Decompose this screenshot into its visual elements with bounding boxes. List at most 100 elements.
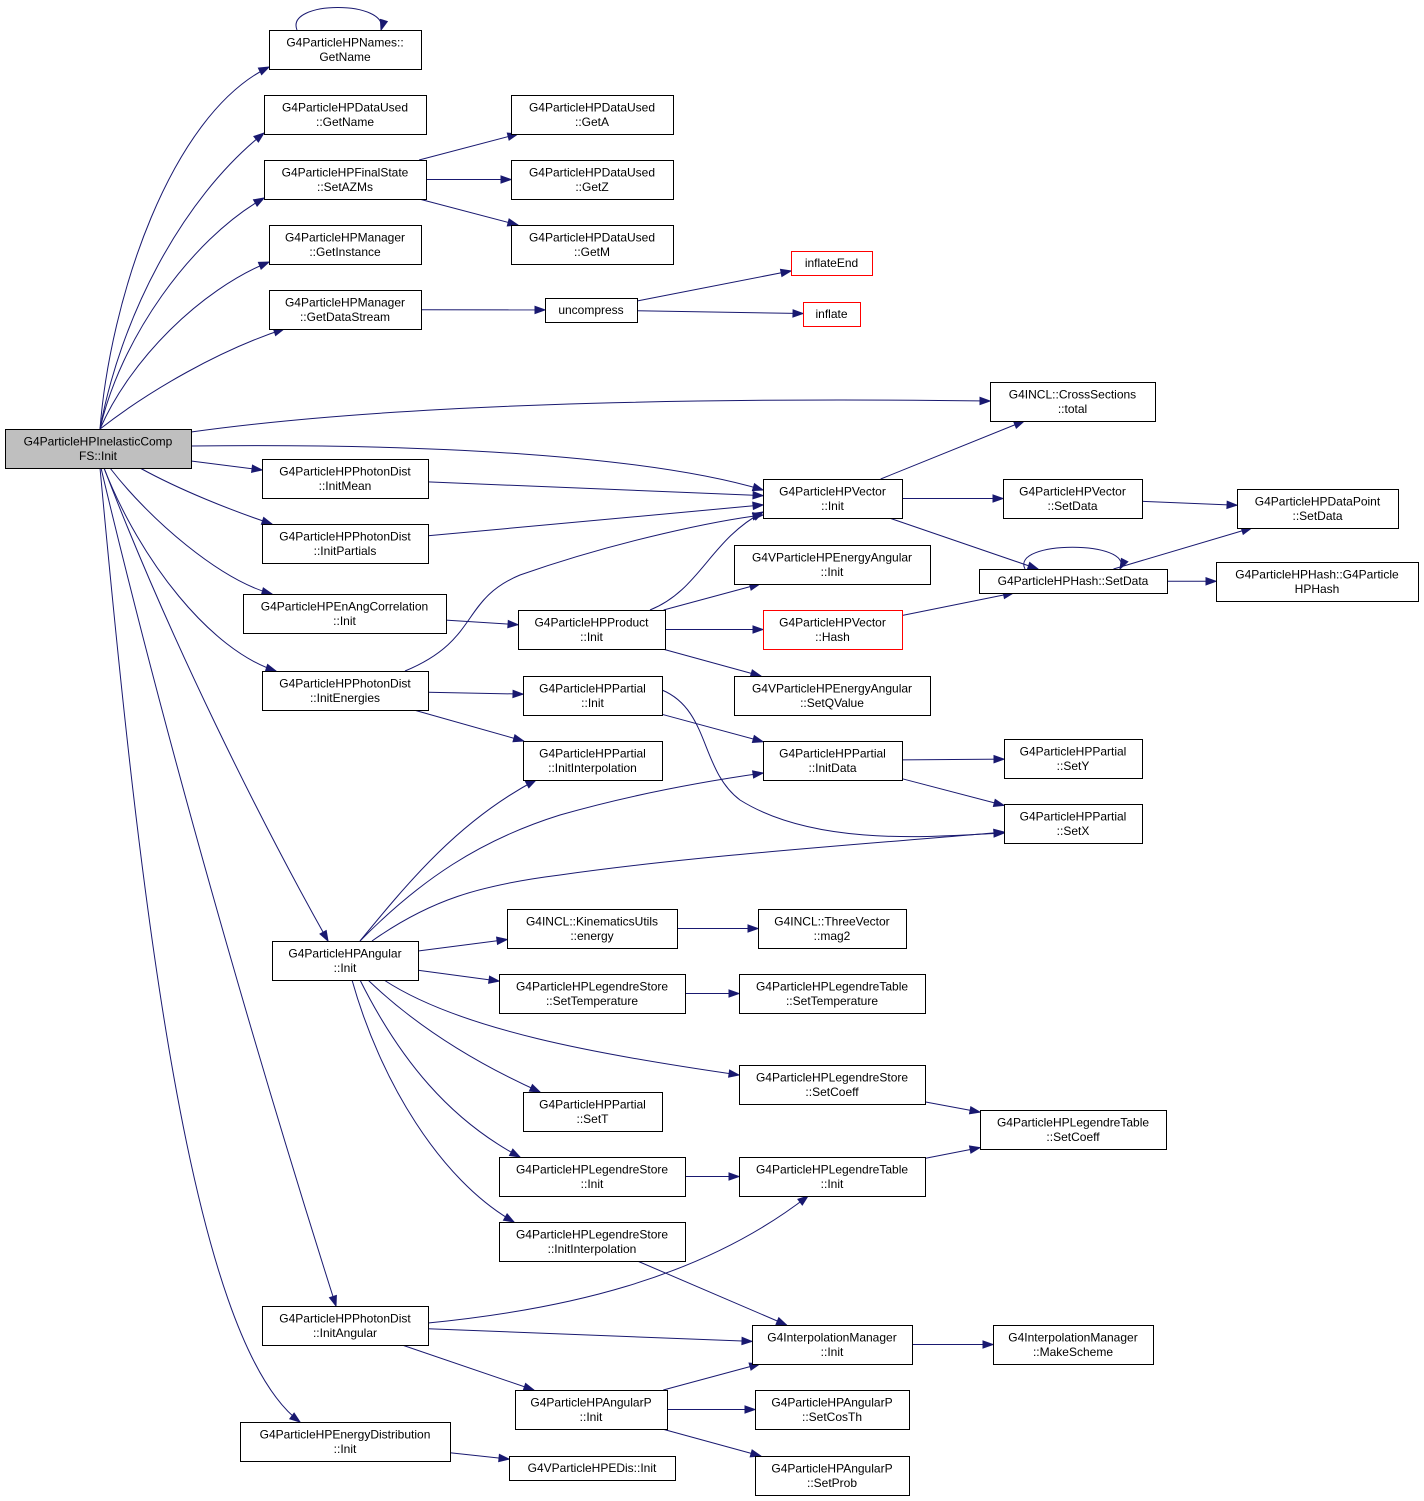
node-box[interactable] bbox=[763, 479, 903, 519]
node-box[interactable] bbox=[523, 1092, 663, 1132]
node-legendrestore-initinterpolation[interactable]: G4ParticleHPLegendreStore::InitInterpola… bbox=[499, 1222, 686, 1262]
node-box[interactable] bbox=[523, 676, 663, 716]
node-inflate[interactable]: inflate bbox=[803, 302, 861, 327]
node-energydistribution-init[interactable]: G4ParticleHPEnergyDistribution::Init bbox=[240, 1422, 451, 1462]
node-partial-initdata[interactable]: G4ParticleHPPartial::InitData bbox=[763, 741, 903, 781]
node-box[interactable] bbox=[763, 741, 903, 781]
node-box[interactable] bbox=[262, 671, 429, 711]
node-angularp-init[interactable]: G4ParticleHPAngularP::Init bbox=[515, 1390, 668, 1430]
node-partial-setx[interactable]: G4ParticleHPPartial::SetX bbox=[1004, 804, 1143, 844]
node-hash-setdata[interactable]: G4ParticleHPHash::SetData bbox=[979, 569, 1168, 594]
node-manager-getdatastream[interactable]: G4ParticleHPManager::GetDataStream bbox=[269, 290, 422, 330]
node-product-init[interactable]: G4ParticleHPProduct::Init bbox=[518, 610, 666, 650]
node-box[interactable] bbox=[262, 1306, 429, 1346]
node-legendrestore-settemperature[interactable]: G4ParticleHPLegendreStore::SetTemperatur… bbox=[499, 974, 686, 1014]
node-box[interactable] bbox=[1004, 804, 1143, 844]
node-energyangular-init[interactable]: G4VParticleHPEnergyAngular::Init bbox=[734, 545, 931, 585]
node-threevector-mag2[interactable]: G4INCL::ThreeVector::mag2 bbox=[758, 909, 907, 949]
node-dataused-getz[interactable]: G4ParticleHPDataUsed::GetZ bbox=[511, 160, 674, 200]
node-box[interactable] bbox=[1237, 489, 1399, 529]
node-photondist-initmean[interactable]: G4ParticleHPPhotonDist::InitMean bbox=[262, 459, 429, 499]
node-dataused-geta[interactable]: G4ParticleHPDataUsed::GetA bbox=[511, 95, 674, 135]
node-box[interactable] bbox=[262, 524, 429, 564]
node-box[interactable] bbox=[993, 1325, 1154, 1365]
node-datapoint-setdata[interactable]: G4ParticleHPDataPoint::SetData bbox=[1237, 489, 1399, 529]
node-dataused-getname[interactable]: G4ParticleHPDataUsed::GetName bbox=[264, 95, 427, 135]
node-box[interactable] bbox=[734, 545, 931, 585]
node-box[interactable] bbox=[752, 1325, 913, 1365]
node-box[interactable] bbox=[499, 974, 686, 1014]
node-energyangular-setqvalue[interactable]: G4VParticleHPEnergyAngular::SetQValue bbox=[734, 676, 931, 716]
node-box[interactable] bbox=[518, 610, 666, 650]
node-box[interactable] bbox=[803, 302, 861, 327]
node-interpolationmanager-init[interactable]: G4InterpolationManager::Init bbox=[752, 1325, 913, 1365]
node-dataused-getm[interactable]: G4ParticleHPDataUsed::GetM bbox=[511, 225, 674, 265]
node-names-getname[interactable]: G4ParticleHPNames::GetName bbox=[269, 30, 422, 70]
node-hash-ctor[interactable]: G4ParticleHPHash::G4ParticleHPHash bbox=[1216, 562, 1419, 602]
node-photondist-initangular[interactable]: G4ParticleHPPhotonDist::InitAngular bbox=[262, 1306, 429, 1346]
node-box[interactable] bbox=[734, 676, 931, 716]
node-inflateend[interactable]: inflateEnd bbox=[791, 251, 873, 276]
node-box[interactable] bbox=[523, 741, 663, 781]
node-box[interactable] bbox=[269, 30, 422, 70]
node-edis-init[interactable]: G4VParticleHPEDis::Init bbox=[509, 1456, 676, 1481]
node-box[interactable] bbox=[507, 909, 678, 949]
node-vector-hash[interactable]: G4ParticleHPVector::Hash bbox=[763, 610, 903, 650]
node-box[interactable] bbox=[739, 974, 926, 1014]
node-box[interactable] bbox=[511, 225, 674, 265]
node-photondist-initenergies[interactable]: G4ParticleHPPhotonDist::InitEnergies bbox=[262, 671, 429, 711]
node-partial-init[interactable]: G4ParticleHPPartial::Init bbox=[523, 676, 663, 716]
node-box[interactable] bbox=[545, 298, 638, 323]
node-box[interactable] bbox=[511, 160, 674, 200]
node-interpolationmanager-makescheme[interactable]: G4InterpolationManager::MakeScheme bbox=[993, 1325, 1154, 1365]
node-box[interactable] bbox=[979, 569, 1168, 594]
node-partial-initinterpolation[interactable]: G4ParticleHPPartial::InitInterpolation bbox=[523, 741, 663, 781]
node-box[interactable] bbox=[515, 1390, 668, 1430]
node-box[interactable] bbox=[758, 909, 907, 949]
node-finalstate-setazms[interactable]: G4ParticleHPFinalState::SetAZMs bbox=[264, 160, 427, 200]
node-box[interactable] bbox=[739, 1157, 926, 1197]
node-box[interactable] bbox=[269, 290, 422, 330]
node-angularp-setcosth[interactable]: G4ParticleHPAngularP::SetCosTh bbox=[755, 1390, 910, 1430]
node-box[interactable] bbox=[5, 429, 192, 469]
node-incl-crosssections-total[interactable]: G4INCL::CrossSections::total bbox=[990, 382, 1156, 422]
node-box[interactable] bbox=[755, 1456, 910, 1496]
node-partial-sety[interactable]: G4ParticleHPPartial::SetY bbox=[1004, 739, 1143, 779]
node-uncompress[interactable]: uncompress bbox=[545, 298, 638, 323]
node-box[interactable] bbox=[511, 95, 674, 135]
node-photondist-initpartials[interactable]: G4ParticleHPPhotonDist::InitPartials bbox=[262, 524, 429, 564]
node-box[interactable] bbox=[272, 941, 419, 981]
node-box[interactable] bbox=[240, 1422, 451, 1462]
node-legendretable-settemperature[interactable]: G4ParticleHPLegendreTable::SetTemperatur… bbox=[739, 974, 926, 1014]
node-box[interactable] bbox=[739, 1065, 926, 1105]
node-box[interactable] bbox=[262, 459, 429, 499]
node-box[interactable] bbox=[264, 95, 427, 135]
node-box[interactable] bbox=[990, 382, 1156, 422]
node-manager-getinstance[interactable]: G4ParticleHPManager::GetInstance bbox=[269, 225, 422, 265]
node-box[interactable] bbox=[755, 1390, 910, 1430]
node-box[interactable] bbox=[1216, 562, 1419, 602]
node-box[interactable] bbox=[509, 1456, 676, 1481]
node-angularp-setprob[interactable]: G4ParticleHPAngularP::SetProb bbox=[755, 1456, 910, 1496]
node-legendretable-init[interactable]: G4ParticleHPLegendreTable::Init bbox=[739, 1157, 926, 1197]
node-box[interactable] bbox=[264, 160, 427, 200]
node-enangcorrelation-init[interactable]: G4ParticleHPEnAngCorrelation::Init bbox=[243, 594, 447, 634]
node-box[interactable] bbox=[269, 225, 422, 265]
node-box[interactable] bbox=[791, 251, 873, 276]
node-box[interactable] bbox=[1003, 479, 1143, 519]
node-box[interactable] bbox=[499, 1222, 686, 1262]
node-box[interactable] bbox=[1004, 739, 1143, 779]
node-box[interactable] bbox=[243, 594, 447, 634]
node-box[interactable] bbox=[763, 610, 903, 650]
node-legendrestore-setcoeff[interactable]: G4ParticleHPLegendreStore::SetCoeff bbox=[739, 1065, 926, 1105]
node-box[interactable] bbox=[980, 1110, 1167, 1150]
node-box[interactable] bbox=[499, 1157, 686, 1197]
node-kinematicsutils-energy[interactable]: G4INCL::KinematicsUtils::energy bbox=[507, 909, 678, 949]
node-legendretable-setcoeff[interactable]: G4ParticleHPLegendreTable::SetCoeff bbox=[980, 1110, 1167, 1150]
node-vector-setdata[interactable]: G4ParticleHPVector::SetData bbox=[1003, 479, 1143, 519]
node-angular-init[interactable]: G4ParticleHPAngular::Init bbox=[272, 941, 419, 981]
node-legendrestore-init[interactable]: G4ParticleHPLegendreStore::Init bbox=[499, 1157, 686, 1197]
node-partial-sett[interactable]: G4ParticleHPPartial::SetT bbox=[523, 1092, 663, 1132]
node-vector-init[interactable]: G4ParticleHPVector::Init bbox=[763, 479, 903, 519]
